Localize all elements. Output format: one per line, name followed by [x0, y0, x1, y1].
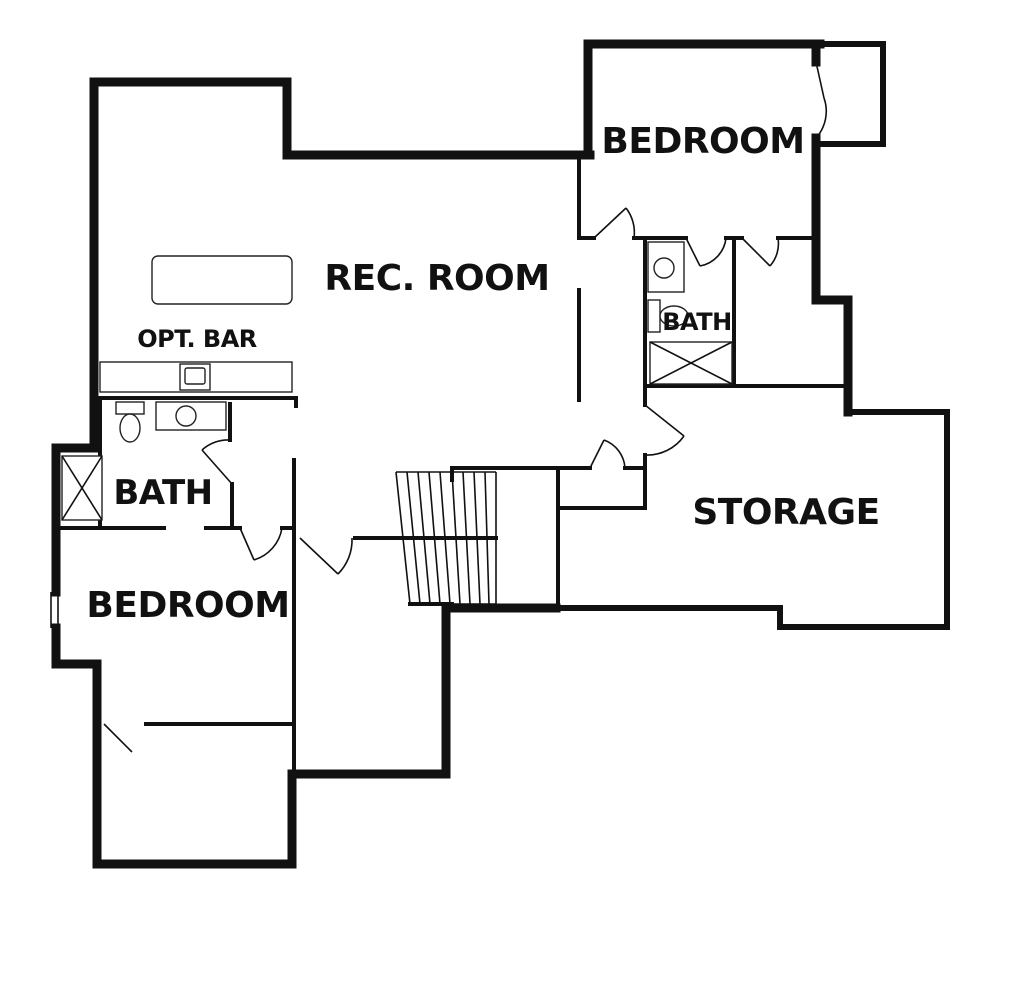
door-mechanical — [589, 439, 626, 469]
wall-bath-left-top — [98, 396, 298, 408]
room-labels: REC. ROOM OPT. BAR BEDROOM BATH BATH BED… — [86, 121, 880, 626]
exterior-walls — [51, 39, 950, 869]
door-bath-right — [685, 237, 727, 267]
toilet-tank-left — [115, 401, 145, 415]
door-bedroom-top — [593, 207, 636, 239]
sink-right — [653, 257, 675, 279]
wall-bottom-left-outer — [51, 603, 561, 869]
wall-closet-top-right — [815, 41, 886, 147]
label-bedroom-left: BEDROOM — [86, 585, 289, 626]
label-storage: STORAGE — [692, 492, 879, 533]
label-bath-left: BATH — [113, 473, 212, 513]
shower-right — [649, 341, 733, 385]
door-closet-top-right — [815, 61, 828, 139]
label-bedroom-top: BEDROOM — [601, 121, 804, 162]
door-bedroom-left — [239, 527, 283, 561]
interior-walls — [54, 158, 850, 776]
toilet-tank-right — [647, 299, 661, 333]
wall-rec-left-outer — [51, 77, 292, 597]
bar-sink-basin — [184, 367, 206, 385]
wall-storage-outer — [553, 409, 950, 630]
toilet-left — [119, 413, 141, 443]
door-closet-right — [741, 237, 780, 267]
doors — [103, 61, 828, 753]
door-bath-left — [201, 439, 233, 485]
door-hall-stair — [299, 537, 353, 575]
wall-storage-left-upper — [558, 453, 647, 510]
fixtures — [61, 241, 733, 521]
label-opt-bar: OPT. BAR — [137, 325, 257, 353]
door-storage — [644, 404, 685, 456]
wall-bedroom-right-outer — [811, 133, 853, 417]
toilet-right — [659, 305, 689, 327]
label-bath-right: BATH — [662, 308, 731, 336]
label-rec-room: REC. ROOM — [324, 258, 549, 299]
staircase — [395, 471, 497, 605]
bar-island — [151, 255, 293, 305]
wall-bedroom-top-outer — [583, 39, 825, 160]
sink-left — [175, 405, 197, 427]
door-closet-left — [103, 723, 133, 753]
window-left-bedroom — [50, 592, 59, 628]
shower-left — [61, 455, 103, 521]
